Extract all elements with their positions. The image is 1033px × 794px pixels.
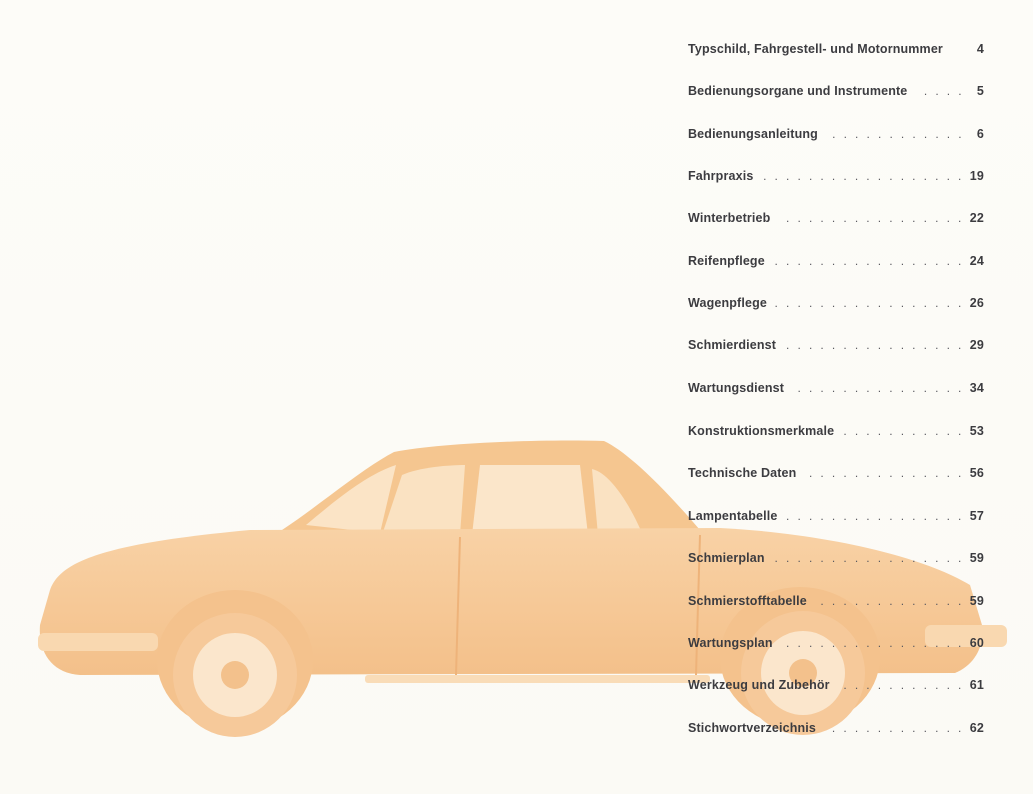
toc-entry-title: Wartungsdienst	[688, 381, 785, 395]
toc-entry: Werkzeug und Zubehör . . . . . . . . . . …	[688, 678, 984, 700]
toc-dot-leader: . . . . . . . . . . . . . . . . . . . . …	[815, 594, 964, 608]
toc-entry: Winterbetrieb . . . . . . . . . . . . . .…	[688, 211, 984, 233]
toc-dot-leader: . . . . . . . . . . . . . . . . . . . . …	[915, 84, 964, 98]
toc-entry: Typschild, Fahrgestell- und Motornummer 4	[688, 42, 984, 64]
toc-entry-page-number: 59	[969, 551, 984, 565]
toc-entry-title: Konstruktionsmerkmale	[688, 424, 835, 438]
toc-entry: Schmierdienst . . . . . . . . . . . . . .…	[688, 338, 984, 360]
toc-dot-leader: . . . . . . . . . . . . . . . . . . . . …	[773, 551, 964, 565]
toc-entry-page-number: 56	[969, 466, 984, 480]
toc-entry-page-number: 26	[969, 296, 984, 310]
toc-entry-page-number: 59	[969, 594, 984, 608]
toc-dot-leader: . . . . . . . . . . . . . . . . . . . . …	[826, 127, 964, 141]
toc-entry-page-number: 6	[976, 127, 984, 141]
car-illustration	[38, 440, 1007, 737]
toc-entry: Fahrpraxis . . . . . . . . . . . . . . . …	[688, 169, 984, 191]
toc-entry-page-number: 22	[969, 211, 984, 225]
toc-dot-leader: . . . . . . . . . . . . . . . . . . . . …	[842, 424, 964, 438]
toc-entry: Technische Daten . . . . . . . . . . . . …	[688, 466, 984, 488]
toc-dot-leader: . . . . . . . . . . . . . . . . . . . . …	[784, 338, 964, 352]
toc-entry: Schmierplan . . . . . . . . . . . . . . .…	[688, 551, 984, 573]
toc-entry: Konstruktionsmerkmale . . . . . . . . . .…	[688, 424, 984, 446]
toc-dot-leader: . . . . . . . . . . . . . . . . . . . . …	[804, 466, 964, 480]
toc-dot-leader: . . . . . . . . . . . . . . . . . . . . …	[778, 211, 964, 225]
toc-dot-leader: . . . . . . . . . . . . . . . . . . . . …	[824, 721, 964, 735]
toc-entry-title: Bedienungsanleitung	[688, 127, 818, 141]
toc-entry: Wartungsdienst . . . . . . . . . . . . . …	[688, 381, 984, 403]
toc-entry-page-number: 62	[969, 721, 984, 735]
toc-entry: Stichwortverzeichnis . . . . . . . . . . …	[688, 721, 984, 743]
toc-entry: Bedienungsorgane und Instrumente . . . . …	[688, 84, 984, 106]
toc-entry-page-number: 29	[969, 338, 984, 352]
toc-entry: Wagenpflege . . . . . . . . . . . . . . .…	[688, 296, 984, 318]
toc-entry-title: Reifenpflege	[688, 254, 765, 268]
toc-entry: Lampentabelle . . . . . . . . . . . . . .…	[688, 509, 984, 531]
toc-dot-leader: . . . . . . . . . . . . . . . . . . . . …	[838, 678, 964, 692]
toc-entry-title: Fahrpraxis	[688, 169, 754, 183]
toc-entry-title: Schmierplan	[688, 551, 765, 565]
toc-entry-page-number: 34	[969, 381, 984, 395]
toc-dot-leader: . . . . . . . . . . . . . . . . . . . . …	[773, 254, 964, 268]
toc-entry-title: Schmierstofftabelle	[688, 594, 807, 608]
toc-dot-leader: . . . . . . . . . . . . . . . . . . . . …	[785, 509, 964, 523]
toc-entry-title: Lampentabelle	[688, 509, 778, 523]
toc-entry-page-number: 60	[969, 636, 984, 650]
toc-entry-title: Stichwortverzeichnis	[688, 721, 817, 735]
toc-dot-leader: . . . . . . . . . . . . . . . . . . . . …	[774, 296, 964, 310]
toc-entry-title: Werkzeug und Zubehör	[688, 678, 830, 692]
toc-entry: Bedienungsanleitung . . . . . . . . . . .…	[688, 127, 984, 149]
toc-entry-page-number: 57	[969, 509, 984, 523]
toc-entry-title: Wartungsplan	[688, 636, 773, 650]
toc-entry-title: Schmierdienst	[688, 338, 777, 352]
toc-entry: Reifenpflege . . . . . . . . . . . . . . …	[688, 254, 984, 276]
toc-entry: Wartungsplan . . . . . . . . . . . . . . …	[688, 636, 984, 658]
toc-entry-title: Typschild, Fahrgestell- und Motornummer	[688, 42, 943, 56]
toc-entry-page-number: 19	[969, 169, 984, 183]
toc-entry-page-number: 61	[969, 678, 984, 692]
toc-dot-leader: . . . . . . . . . . . . . . . . . . . . …	[792, 381, 964, 395]
toc-entry-title: Technische Daten	[688, 466, 797, 480]
toc-entry: Schmierstofftabelle . . . . . . . . . . .…	[688, 594, 984, 616]
toc-dot-leader: . . . . . . . . . . . . . . . . . . . . …	[761, 169, 964, 183]
toc-entry-title: Wagenpflege	[688, 296, 767, 310]
toc-entry-page-number: 53	[969, 424, 984, 438]
toc-dot-leader: . . . . . . . . . . . . . . . . . . . . …	[781, 636, 964, 650]
toc-entry-page-number: 24	[969, 254, 984, 268]
toc-entry-page-number: 4	[976, 42, 984, 56]
toc-entry-title: Bedienungsorgane und Instrumente	[688, 84, 908, 98]
toc-entry-page-number: 5	[976, 84, 984, 98]
toc-entry-title: Winterbetrieb	[688, 211, 771, 225]
